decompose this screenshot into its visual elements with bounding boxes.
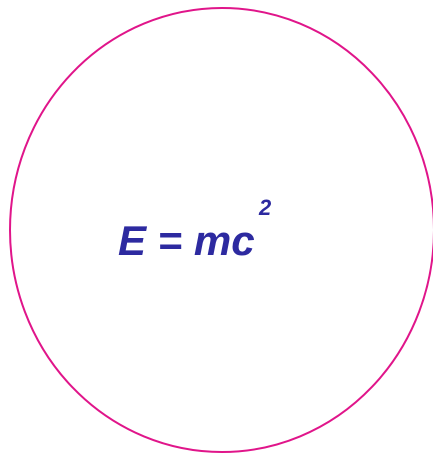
equation-base: E = mc [118,217,255,264]
circle-outline-shape [9,7,433,453]
equation-exponent: 2 [259,195,272,220]
